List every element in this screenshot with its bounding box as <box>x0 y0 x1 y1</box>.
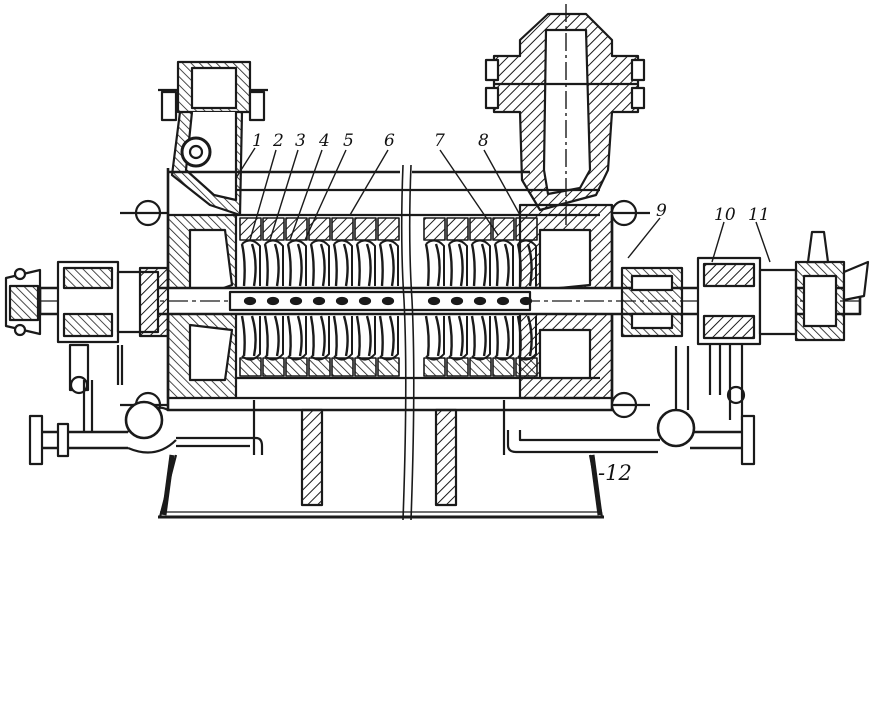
callout-6: 6 <box>384 131 395 151</box>
callout-5: 5 <box>343 131 354 151</box>
callout-4: 4 <box>318 131 330 151</box>
break-line <box>402 165 414 520</box>
callout-leaders <box>236 148 770 262</box>
impeller-stages-bottom <box>240 316 537 376</box>
right-bearing <box>622 232 868 420</box>
callout-10: 10 <box>714 205 736 225</box>
callout-2: 2 <box>272 131 284 151</box>
callout-12: -12 <box>598 461 632 485</box>
base-frame <box>158 400 604 517</box>
callout-11: 11 <box>748 205 770 225</box>
callout-1: 1 <box>252 131 263 151</box>
callout-8: 8 <box>478 131 489 151</box>
impeller-stages-top <box>240 218 537 286</box>
callout-9: 9 <box>656 201 667 221</box>
callout-7: 7 <box>434 131 445 151</box>
left-bearing <box>6 262 168 393</box>
callout-3: 3 <box>295 131 306 151</box>
